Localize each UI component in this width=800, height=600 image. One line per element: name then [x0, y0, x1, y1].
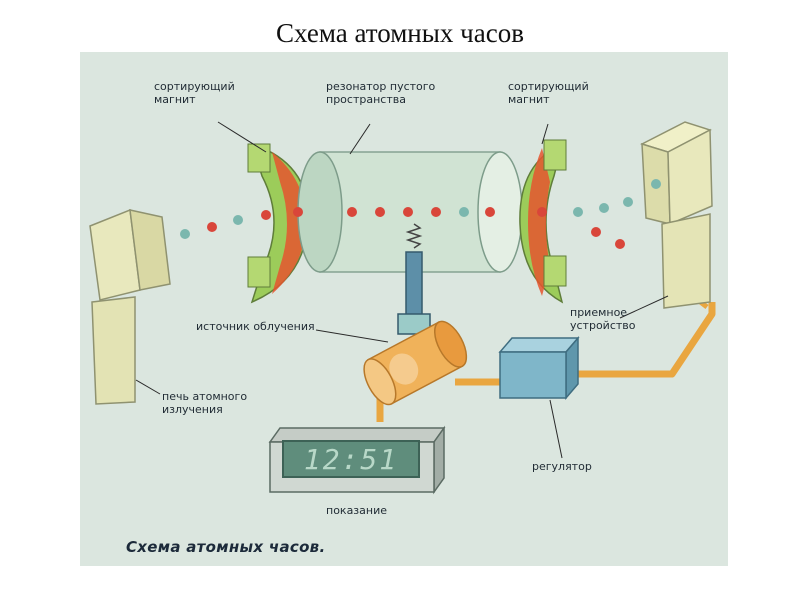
atom-beam [180, 197, 633, 249]
radiation-source [363, 320, 468, 406]
label-resonator: резонатор пустого пространства [326, 80, 436, 106]
regulator-box [498, 335, 580, 401]
leader-lines [135, 121, 669, 459]
label-receiver: приемное устройство [570, 306, 636, 332]
display-reading: 12:51 [303, 443, 399, 476]
time-display: 12:51 [270, 428, 435, 492]
figure-caption: Схема атомных часов. [126, 538, 326, 556]
right-sorting-magnet [519, 139, 567, 304]
receiver-block [640, 121, 713, 309]
diagram-drawing [89, 121, 716, 495]
display-screen: 12:51 [282, 440, 420, 478]
atomic-clock-diagram: 12:51 сортирующий магнит резонатор пусто… [80, 52, 728, 566]
label-oven: печь атомного излучения [162, 390, 248, 416]
label-radiation-source: источник облучения [196, 320, 315, 333]
left-sorting-magnet [247, 142, 309, 304]
slide-title: Схема атомных часов [276, 18, 524, 48]
oven-block [89, 208, 171, 405]
label-regulator: регулятор [532, 460, 592, 473]
radiation-stem [397, 223, 431, 335]
label-right-sorting-magnet: сортирующий магнит [508, 80, 589, 106]
label-display: показание [326, 504, 388, 517]
label-left-sorting-magnet: сортирующий магнит [154, 80, 235, 106]
